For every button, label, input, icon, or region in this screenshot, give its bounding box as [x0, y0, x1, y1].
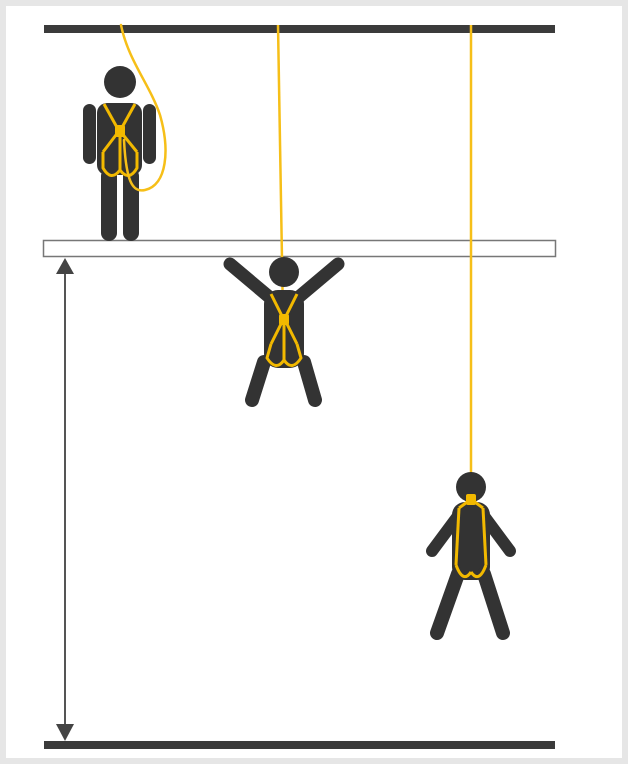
platform-icon [44, 241, 556, 257]
fallen-worker-icon [432, 472, 510, 633]
ground-line-icon [44, 741, 555, 749]
standing-worker-icon [83, 66, 156, 241]
suspended-worker-icon [230, 257, 338, 400]
fall-distance-arrow-icon [56, 258, 74, 741]
